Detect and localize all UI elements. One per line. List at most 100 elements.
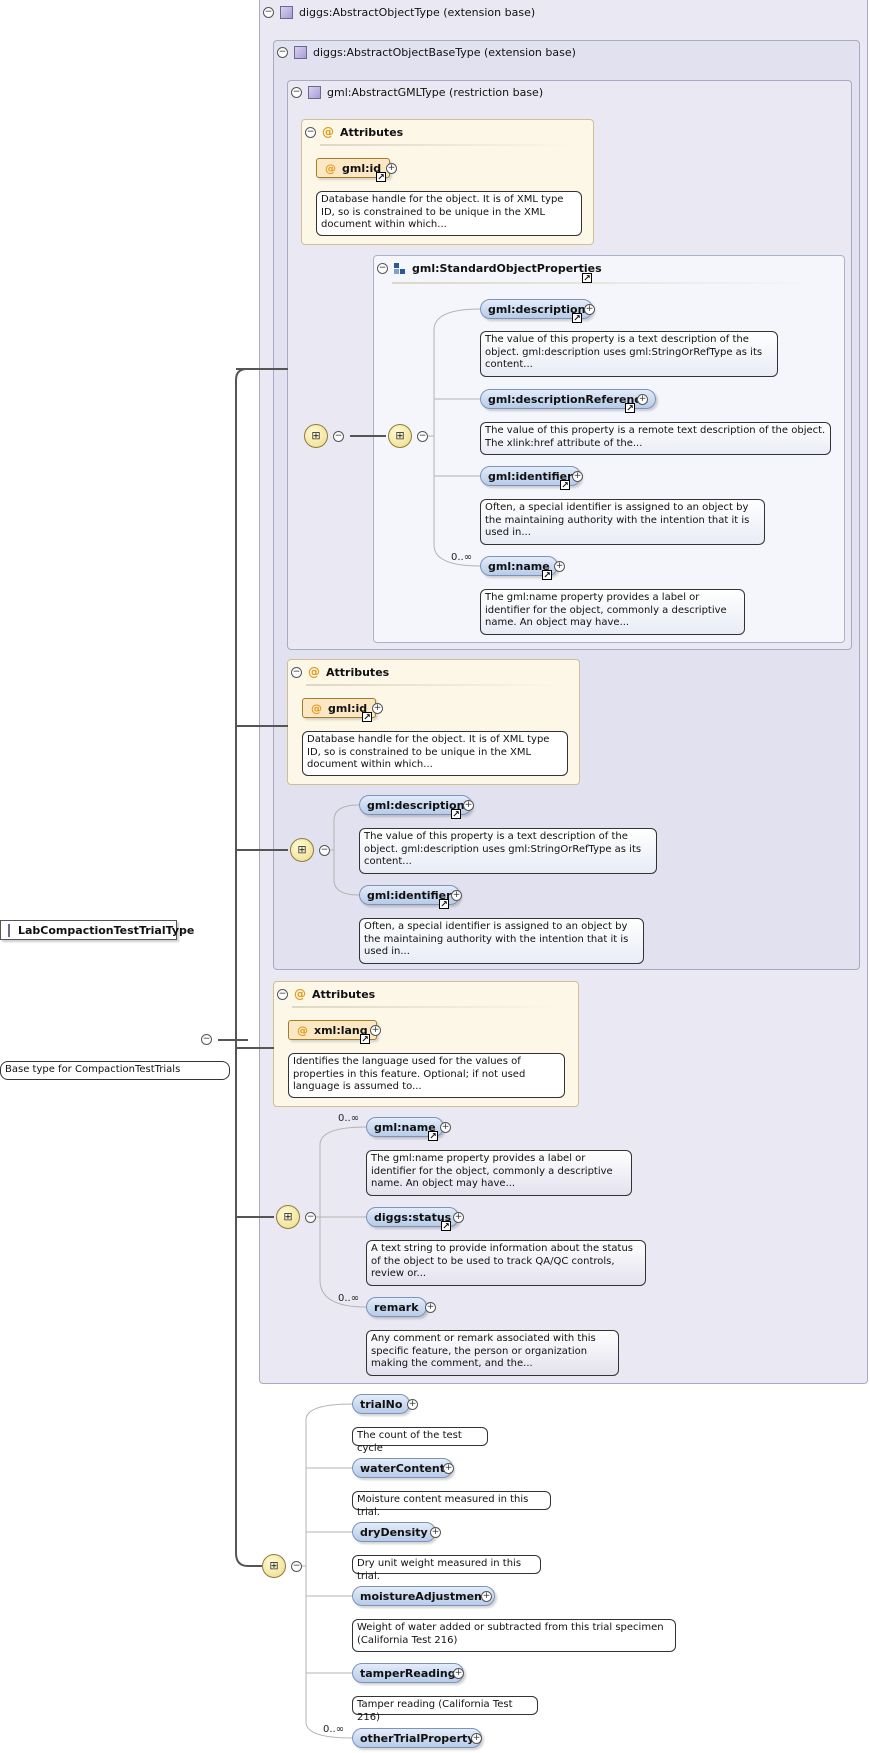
element-gml-identifier[interactable]: gml:identifier bbox=[480, 466, 581, 486]
element-description: Dry unit weight measured in this trial. bbox=[352, 1555, 541, 1582]
collapse-icon[interactable]: − bbox=[377, 263, 388, 274]
group-title: gml:StandardObjectProperties bbox=[412, 262, 602, 275]
root-type-lab-compaction-test-trial-type[interactable]: LabCompactionTestTrialType bbox=[0, 920, 194, 940]
complex-type-icon bbox=[8, 923, 10, 937]
expand-icon[interactable]: + bbox=[430, 1527, 441, 1538]
reference-arrow-icon[interactable]: ↗ bbox=[560, 480, 570, 491]
element-other-trial-property[interactable]: otherTrialProperty bbox=[352, 1728, 483, 1748]
collapse-icon[interactable]: − bbox=[305, 126, 316, 138]
reference-arrow-icon[interactable]: ↗ bbox=[572, 313, 582, 324]
collapse-icon[interactable]: − bbox=[305, 1212, 316, 1223]
reference-arrow-icon[interactable]: ↗ bbox=[625, 403, 635, 414]
attributes-label: Attributes bbox=[312, 987, 376, 1001]
attribute-gml-id[interactable]: @gml:id bbox=[316, 158, 391, 178]
element-description: Any comment or remark associated with th… bbox=[366, 1330, 619, 1376]
occurrence-label: 0..∞ bbox=[338, 1293, 360, 1304]
occurrence-label: 0..∞ bbox=[323, 1724, 345, 1735]
element-description: Moisture content measured in this trial. bbox=[352, 1491, 551, 1518]
attribute-description: Database handle for the object. It is of… bbox=[302, 731, 568, 776]
element-trial-no[interactable]: trialNo bbox=[352, 1394, 411, 1414]
collapse-icon[interactable]: − bbox=[277, 47, 288, 58]
element-description: The count of the test cycle bbox=[352, 1427, 488, 1454]
reference-arrow-icon[interactable]: ↗ bbox=[451, 809, 461, 820]
element-description: The value of this property is a remote t… bbox=[480, 422, 831, 455]
element-description: Often, a special identifier is assigned … bbox=[480, 499, 765, 545]
collapse-icon[interactable]: − bbox=[291, 87, 302, 98]
occurrence-label: 0..∞ bbox=[338, 1113, 360, 1124]
attributes-label: Attributes bbox=[326, 665, 390, 679]
group-header-standard-object-properties: − gml:StandardObjectProperties bbox=[377, 262, 602, 275]
restriction-title: gml:AbstractGMLType (restriction base) bbox=[327, 86, 544, 99]
reference-arrow-icon[interactable]: ↗ bbox=[582, 273, 592, 284]
collapse-icon[interactable]: − bbox=[201, 1034, 212, 1045]
restriction-header-abstract-gml-type: − gml:AbstractGMLType (restriction base) bbox=[291, 86, 543, 99]
element-water-content[interactable]: waterContent bbox=[352, 1458, 453, 1478]
element-tamper-reading[interactable]: tamperReading bbox=[352, 1663, 464, 1683]
attribute-icon: @ bbox=[322, 125, 334, 139]
expand-icon[interactable]: + bbox=[443, 1463, 454, 1474]
reference-arrow-icon[interactable]: ↗ bbox=[362, 712, 372, 723]
expand-icon[interactable]: + bbox=[451, 890, 462, 901]
element-gml-description[interactable]: gml:description bbox=[359, 795, 473, 815]
collapse-icon[interactable]: − bbox=[291, 1561, 302, 1572]
reference-arrow-icon[interactable]: ↗ bbox=[439, 899, 449, 910]
collapse-icon[interactable]: − bbox=[319, 845, 330, 856]
element-remark[interactable]: remark bbox=[366, 1297, 427, 1317]
extension-header-abstract-object-base-type: − diggs:AbstractObjectBaseType (extensio… bbox=[277, 46, 576, 59]
reference-arrow-icon[interactable]: ↗ bbox=[376, 172, 386, 183]
expand-icon[interactable]: + bbox=[440, 1122, 451, 1133]
expand-icon[interactable]: + bbox=[572, 471, 583, 482]
attribute-description: Identifies the language used for the val… bbox=[288, 1053, 565, 1098]
expand-icon[interactable]: + bbox=[425, 1302, 436, 1313]
element-description: The value of this property is a text des… bbox=[480, 331, 778, 377]
attribute-icon: @ bbox=[294, 987, 306, 1001]
expand-icon[interactable]: + bbox=[372, 703, 383, 714]
extension-title: diggs:AbstractObjectType (extension base… bbox=[299, 6, 536, 19]
element-moisture-adjustment[interactable]: moistureAdjustment bbox=[352, 1586, 496, 1606]
expand-icon[interactable]: + bbox=[453, 1212, 464, 1223]
element-description: The value of this property is a text des… bbox=[359, 828, 657, 874]
sequence-icon: ⊞ bbox=[304, 424, 328, 448]
element-gml-description[interactable]: gml:description bbox=[480, 299, 594, 319]
complex-type-icon bbox=[294, 46, 307, 59]
expand-icon[interactable]: + bbox=[386, 163, 397, 174]
expand-icon[interactable]: + bbox=[471, 1733, 482, 1744]
element-diggs-status[interactable]: diggs:status bbox=[366, 1207, 460, 1227]
expand-icon[interactable]: + bbox=[481, 1591, 492, 1602]
collapse-icon[interactable]: − bbox=[333, 431, 344, 442]
reference-arrow-icon[interactable]: ↗ bbox=[441, 1221, 451, 1232]
sequence-icon: ⊞ bbox=[290, 838, 314, 862]
complex-type-icon bbox=[280, 6, 293, 19]
collapse-icon[interactable]: − bbox=[277, 988, 288, 1000]
reference-arrow-icon[interactable]: ↗ bbox=[542, 570, 552, 581]
element-description: The gml:name property provides a label o… bbox=[366, 1150, 632, 1196]
occurrence-label: 0..∞ bbox=[451, 552, 473, 563]
expand-icon[interactable]: + bbox=[407, 1399, 418, 1410]
collapse-icon[interactable]: − bbox=[417, 431, 428, 442]
expand-icon[interactable]: + bbox=[554, 561, 565, 572]
attributes-header: − @ Attributes bbox=[277, 987, 375, 1001]
collapse-icon[interactable]: − bbox=[291, 666, 302, 678]
expand-icon[interactable]: + bbox=[584, 304, 595, 315]
group-icon bbox=[394, 262, 406, 275]
expand-icon[interactable]: + bbox=[370, 1025, 381, 1036]
collapse-icon[interactable]: − bbox=[263, 7, 274, 18]
expand-icon[interactable]: + bbox=[453, 1668, 464, 1679]
element-gml-description-reference[interactable]: gml:descriptionReference bbox=[480, 389, 657, 409]
expand-icon[interactable]: + bbox=[463, 800, 474, 811]
attributes-header: − @ Attributes bbox=[291, 665, 389, 679]
sequence-icon: ⊞ bbox=[262, 1554, 286, 1578]
reference-arrow-icon[interactable]: ↗ bbox=[360, 1034, 370, 1045]
expand-icon[interactable]: + bbox=[637, 394, 648, 405]
element-description: The gml:name property provides a label o… bbox=[480, 589, 745, 635]
element-description: Weight of water added or subtracted from… bbox=[352, 1619, 676, 1652]
element-gml-name[interactable]: gml:name bbox=[480, 556, 558, 576]
complex-type-icon bbox=[308, 86, 321, 99]
attributes-header: − @ Attributes bbox=[305, 125, 403, 139]
extension-header-abstract-object-type: − diggs:AbstractObjectType (extension ba… bbox=[263, 6, 535, 19]
reference-arrow-icon[interactable]: ↗ bbox=[428, 1131, 438, 1142]
attribute-xml-lang[interactable]: @xml:lang bbox=[288, 1020, 377, 1040]
element-gml-name[interactable]: gml:name bbox=[366, 1117, 444, 1137]
attributes-label: Attributes bbox=[340, 125, 404, 139]
element-dry-density[interactable]: dryDensity bbox=[352, 1522, 436, 1542]
